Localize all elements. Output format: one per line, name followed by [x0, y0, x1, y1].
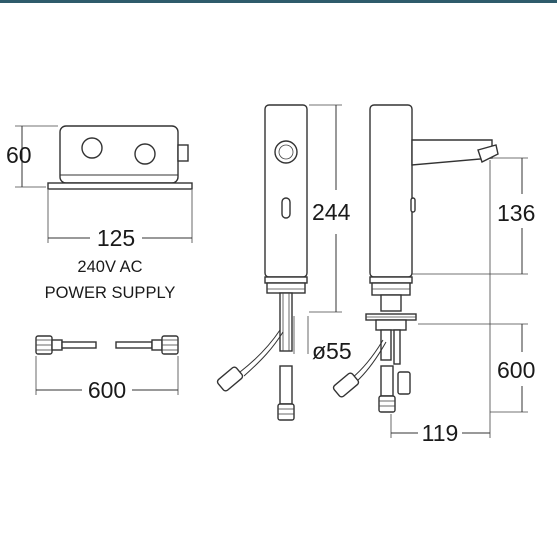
tap-side-view	[332, 104, 499, 413]
dim-box-width: 125	[47, 190, 193, 251]
dim-label-hose-drop: 600	[497, 357, 535, 383]
tap-front-view	[216, 104, 308, 421]
dim-label-box-width: 125	[97, 225, 135, 251]
dim-hose-length: 600	[35, 356, 179, 403]
cable-connector-icon	[216, 366, 244, 392]
flexible-hoses	[35, 335, 179, 355]
dim-label-box-height: 60	[6, 142, 32, 168]
terminal-right-icon	[134, 143, 156, 165]
dim-label-hose-length: 600	[88, 377, 126, 403]
header-bar	[0, 0, 557, 3]
sensor-head-icon	[274, 140, 298, 164]
cable-gland-icon	[177, 144, 189, 162]
caption-line-2: POWER SUPPLY	[45, 284, 176, 302]
dim-label-spout-height: 136	[497, 200, 535, 226]
side-cable-connector-icon	[332, 372, 360, 398]
sensor-window-icon	[281, 197, 291, 219]
dim-label-base-diameter: ø55	[312, 338, 352, 364]
dim-box-height: 60	[6, 125, 58, 188]
dim-spout-height: 136	[412, 157, 535, 275]
power-supply-box	[47, 125, 193, 190]
dim-spout-reach: 119	[390, 160, 491, 446]
dim-label-spout-reach: 119	[422, 420, 459, 446]
dim-label-tap-height: 244	[312, 199, 351, 225]
dim-base-diameter: ø55	[293, 316, 352, 364]
terminal-left-icon	[81, 137, 103, 159]
caption-line-1: 240V AC	[77, 258, 142, 276]
dim-hose-drop: 600	[418, 323, 535, 413]
spout-outlet-icon	[477, 144, 499, 163]
dim-tap-height: 244	[309, 104, 351, 313]
